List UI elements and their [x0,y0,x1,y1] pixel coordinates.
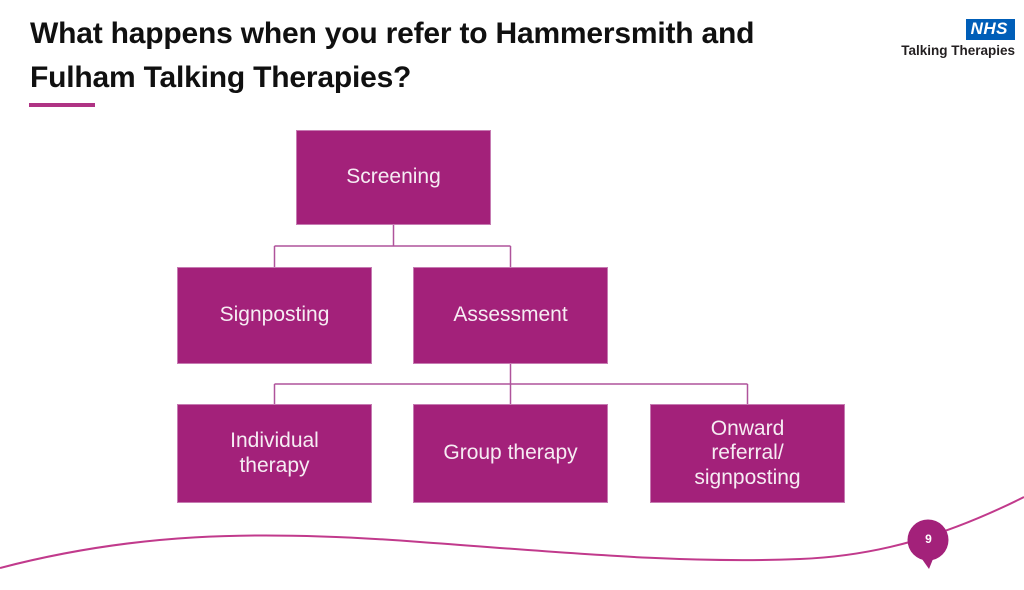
page-title: What happens when you refer to Hammersmi… [30,12,890,100]
flowchart-node-group-therapy: Group therapy [413,404,608,503]
page-title-line-1: What happens when you refer to Hammersmi… [30,17,755,50]
flowchart-node-assessment: Assessment [413,267,608,364]
flowchart-node-signposting: Signposting [177,267,372,364]
node-label: Signposting [219,303,330,327]
nhs-logo-icon: NHS [965,19,1015,40]
connector-lines-bottom [273,364,749,404]
flowchart-node-individual-therapy: Individual therapy [177,404,372,503]
bottom-wave [0,496,1024,569]
node-label: Screening [346,165,441,189]
nhs-logo-subtitle: Talking Therapies [901,43,1015,58]
page-title-line-2: Fulham Talking Therapies? [30,61,412,94]
node-label: Assessment [453,303,568,327]
node-label: Onward referral/ signposting [694,416,801,489]
connector-lines-top [273,225,512,267]
page-number: 9 [925,532,932,546]
node-label: Group therapy [443,441,578,465]
nhs-talking-therapies-logo: NHS Talking Therapies [875,19,1015,58]
title-accent-underline [29,103,95,107]
flowchart-node-screening: Screening [296,130,491,225]
flowchart-node-onward-referral: Onward referral/ signposting [650,404,845,503]
node-label: Individual therapy [230,428,319,477]
